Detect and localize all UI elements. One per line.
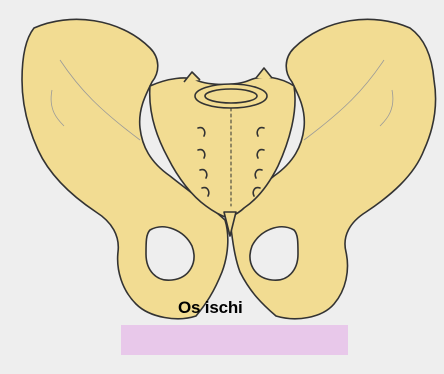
answer-box[interactable]: [121, 325, 348, 355]
anatomy-label: Os ischi: [178, 298, 243, 318]
